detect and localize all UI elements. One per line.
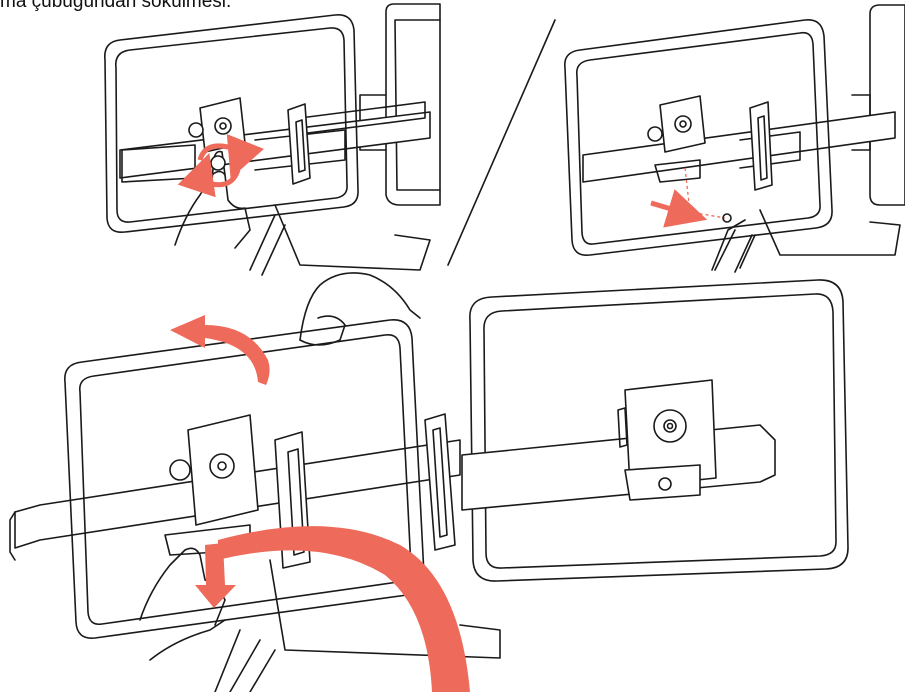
panel-step-1 (105, 4, 440, 275)
upright-post (425, 414, 455, 550)
monitor-stand (250, 205, 430, 275)
panel-step-2 (565, 5, 905, 272)
panel-divider-line (448, 20, 555, 265)
panel-step-4 (462, 280, 848, 581)
rear-monitor (852, 5, 905, 205)
panel-step-3 (10, 273, 500, 692)
release-knob (211, 156, 225, 170)
